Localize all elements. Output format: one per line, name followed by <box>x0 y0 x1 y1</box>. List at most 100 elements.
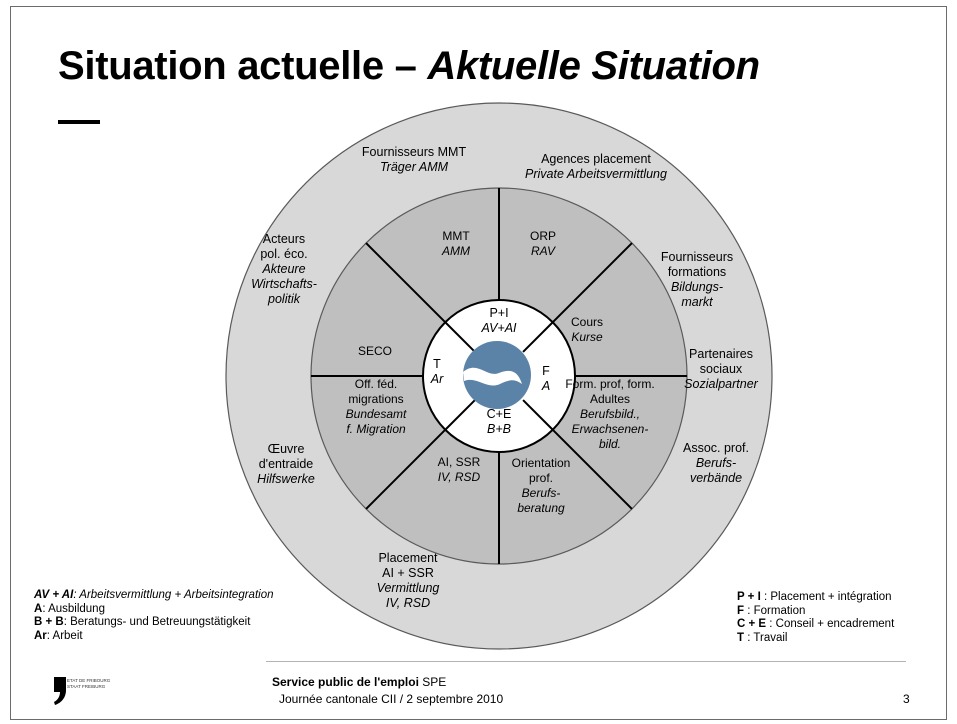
legend-right: P + I : Placement + intégration F : Form… <box>737 591 894 645</box>
legend-key: A <box>34 602 43 615</box>
page-number: 3 <box>903 692 910 706</box>
legend-right-row: T : Travail <box>737 632 894 646</box>
logo-line-2: STAAT FREIBURG <box>67 684 106 689</box>
legend-value: : Ausbildung <box>42 602 105 615</box>
sector-divider <box>365 426 449 510</box>
label-line: bild. <box>599 437 621 451</box>
footer-service-abbr: SPE <box>418 675 447 689</box>
sector-dividers <box>311 188 687 564</box>
label-line: formations <box>668 265 726 279</box>
inner-divider <box>522 321 554 353</box>
center-logo <box>463 341 531 409</box>
inner-labels: P+IAV+AI FA C+EB+B TAr <box>430 306 550 436</box>
label-line: verbände <box>690 471 742 485</box>
label-form-prof: Form. prof, form.AdultesBerufsbild.,Erwa… <box>565 377 654 451</box>
label-line: f. Migration <box>346 422 406 436</box>
label-line: migrations <box>348 392 403 406</box>
label-line: Bundesamt <box>346 407 407 421</box>
label-line: Akteure <box>261 262 305 276</box>
label-line: Kurse <box>571 330 603 344</box>
slide-frame <box>10 6 947 720</box>
legend-left-row: B + B: Beratungs- und Betreuungstätigkei… <box>34 616 273 630</box>
slide-title: Situation actuelle – Aktuelle Situation <box>58 44 760 89</box>
label-line: Hilfswerke <box>257 472 315 486</box>
label-line: d'entraide <box>259 457 314 471</box>
fribourg-logo-icon <box>54 677 66 705</box>
label-line: Ar <box>430 372 444 386</box>
legend-left-row: Ar: Arbeit <box>34 630 273 644</box>
label-line: AI, SSR <box>438 455 481 469</box>
label-line: MMT <box>442 229 470 243</box>
label-line: Assoc. prof. <box>683 441 749 455</box>
label-line: Träger AMM <box>380 160 449 174</box>
logo-text: ETAT DE FRIBOURG STAAT FREIBURG <box>67 678 110 690</box>
inner-divider <box>444 399 476 431</box>
legend-value: : Arbeit <box>46 629 83 642</box>
label-line: Form. prof, form. <box>565 377 654 391</box>
legend-right-row: P + I : Placement + intégration <box>737 591 894 605</box>
label-line: T <box>433 357 441 371</box>
label-line: IV, RSD <box>386 596 430 610</box>
label-line: AMM <box>441 244 470 258</box>
footer-service-name: Service public de l'emploi <box>272 675 419 689</box>
label-f: FA <box>541 364 550 393</box>
label-line: C+E <box>487 407 512 421</box>
legend-key: Ar <box>34 629 47 642</box>
title-dash <box>58 120 100 124</box>
center-logo-wave <box>463 367 522 386</box>
label-line: SECO <box>358 344 392 358</box>
label-line: Agences placement <box>541 152 651 166</box>
label-line: Bildungs- <box>671 280 723 294</box>
legend-right-row: F : Formation <box>737 605 894 619</box>
legend-value: : Formation <box>744 604 806 617</box>
label-t: TAr <box>430 357 444 386</box>
label-line: beratung <box>517 501 565 515</box>
label-line: RAV <box>531 244 556 258</box>
label-line: Orientation <box>512 456 571 470</box>
label-assoc-prof: Assoc. prof.Berufs-verbände <box>683 441 749 485</box>
title-italic: Aktuelle Situation <box>427 44 760 88</box>
label-line: Adultes <box>590 392 630 406</box>
label-line: B+B <box>487 422 511 436</box>
inner-divider <box>444 321 476 353</box>
label-line: P+I <box>489 306 508 320</box>
title-main: Situation actuelle – <box>58 44 428 88</box>
label-line: Vermittlung <box>377 581 440 595</box>
label-line: pol. éco. <box>260 247 307 261</box>
legend-right-row: C + E : Conseil + encadrement <box>737 618 894 632</box>
label-line: Fournisseurs MMT <box>362 145 467 159</box>
footer-event: Journée cantonale CII / 2 septembre 2010 <box>279 692 504 706</box>
label-line: Œuvre <box>268 442 305 456</box>
label-line: Off. féd. <box>355 377 397 391</box>
label-line: Acteurs <box>263 232 305 246</box>
label-line: Berufs- <box>696 456 736 470</box>
legend-key: B + B <box>34 616 64 628</box>
label-line: Cours <box>571 315 603 329</box>
label-line: Wirtschafts- <box>251 277 317 291</box>
label-line: AV+AI <box>480 321 517 335</box>
label-line: prof. <box>529 471 553 485</box>
label-c-e: C+EB+B <box>487 407 512 436</box>
sector-divider <box>365 242 449 326</box>
inner-divider <box>522 399 554 431</box>
logo-line-1: ETAT DE FRIBOURG <box>67 678 111 683</box>
label-line: Berufs- <box>522 486 561 500</box>
sector-divider <box>549 242 633 326</box>
label-p-i: P+IAV+AI <box>480 306 517 335</box>
legend-value: : Placement + intégration <box>760 591 892 603</box>
label-line: A <box>541 379 550 393</box>
label-line: Fournisseurs <box>661 250 733 264</box>
footer-service: Service public de l'emploi SPE <box>272 675 446 689</box>
